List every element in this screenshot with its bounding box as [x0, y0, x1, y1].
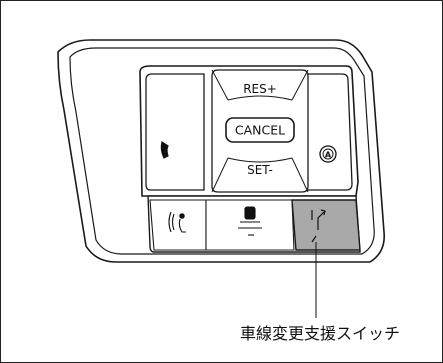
lane-change-assist-fill — [291, 199, 361, 251]
spoke-inner-trim — [69, 47, 375, 255]
lane-change-assist-button[interactable] — [291, 199, 361, 251]
lkas-button[interactable] — [205, 199, 295, 251]
lane-change-switch-callout: 車線変更支援スイッチ — [240, 324, 400, 343]
acc-button[interactable] — [299, 73, 353, 191]
set-minus-label: SET- — [247, 163, 273, 177]
res-plus-label: RES+ — [243, 82, 277, 96]
svg-text:A: A — [325, 151, 332, 160]
voice-command-icon — [168, 211, 186, 233]
phone-handset-icon — [160, 141, 169, 159]
lane-change-assist-icon — [311, 209, 326, 243]
rocker-facets — [211, 69, 309, 193]
lane-keep-assist-icon — [238, 206, 262, 236]
cancel-button[interactable]: CANCEL — [225, 117, 295, 143]
voice-button[interactable] — [149, 199, 207, 251]
set-minus-button[interactable]: SET- — [247, 163, 273, 177]
res-plus-button[interactable]: RES+ — [243, 82, 277, 96]
cancel-label: CANCEL — [235, 123, 285, 138]
adaptive-cruise-a-icon: A — [319, 145, 337, 163]
phone-button[interactable] — [145, 73, 205, 191]
